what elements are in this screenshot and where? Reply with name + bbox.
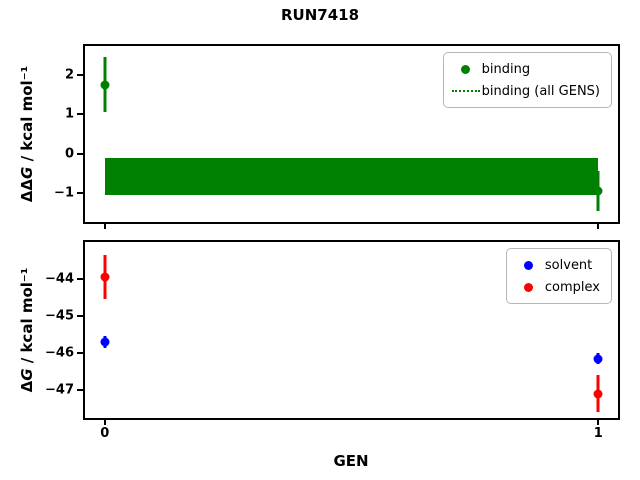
ylabel-units: / kcal mol⁻¹ bbox=[18, 65, 36, 167]
y-tick bbox=[77, 389, 83, 392]
x-tick bbox=[597, 224, 600, 229]
y-tick-label: −45 bbox=[45, 308, 74, 324]
bottom-axes: solvent complex −44 −45 −46 −47 0 1 bbox=[45, 240, 620, 441]
legend-label-solvent: solvent bbox=[544, 257, 593, 273]
y-tick-label: 0 bbox=[64, 146, 74, 162]
ylabel-units: / kcal mol⁻¹ bbox=[18, 267, 36, 369]
x-tick bbox=[597, 420, 600, 425]
legend-entry-binding: binding bbox=[450, 58, 600, 80]
y-tick bbox=[77, 192, 83, 195]
legend-entry-binding-all-gens: binding (all GENS) bbox=[450, 80, 600, 102]
y-tick bbox=[77, 315, 83, 318]
legend-label-binding: binding bbox=[481, 61, 531, 77]
bottom-legend: solvent complex bbox=[505, 248, 612, 304]
x-tick bbox=[103, 420, 106, 425]
x-tick-label: 0 bbox=[100, 426, 110, 441]
y-tick-label: −46 bbox=[45, 345, 74, 361]
ylabel-g-var: G bbox=[18, 166, 36, 179]
y-tick-label: −47 bbox=[45, 382, 74, 398]
y-tick bbox=[77, 152, 83, 155]
uncertainty-band bbox=[104, 157, 599, 196]
solvent-point bbox=[100, 337, 110, 347]
y-tick-label: 1 bbox=[64, 106, 74, 122]
x-tick bbox=[103, 224, 106, 229]
x-axis-label: GEN bbox=[333, 452, 369, 470]
figure-title: RUN7418 bbox=[280, 6, 360, 24]
legend-label-binding-all-gens: binding (all GENS) bbox=[481, 83, 600, 99]
solvent-marker-icon bbox=[513, 260, 545, 270]
binding-all-gens-dotted-line-icon bbox=[450, 90, 482, 92]
ylabel-delta: Δ bbox=[18, 380, 36, 393]
y-tick-label: −1 bbox=[54, 185, 74, 201]
complex-point bbox=[100, 272, 110, 282]
binding-point bbox=[100, 80, 110, 90]
bottom-y-axis-label: ΔG / kcal mol⁻¹ bbox=[18, 268, 36, 393]
complex-marker-icon bbox=[513, 282, 545, 292]
x-tick-label: 1 bbox=[593, 426, 603, 441]
top-y-axis-label: ΔΔG / kcal mol⁻¹ bbox=[18, 66, 36, 202]
top-legend: binding binding (all GENS) bbox=[442, 52, 612, 108]
binding-marker-icon bbox=[450, 64, 482, 74]
y-tick-label: 2 bbox=[64, 67, 74, 83]
complex-point bbox=[593, 389, 603, 399]
solvent-point bbox=[593, 354, 603, 364]
y-tick bbox=[77, 278, 83, 281]
top-axes: binding binding (all GENS) 2 1 0 −1 bbox=[54, 44, 620, 229]
y-tick bbox=[77, 113, 83, 116]
y-tick-label: −44 bbox=[45, 271, 74, 287]
ylabel-delta-delta: ΔΔ bbox=[18, 178, 36, 203]
binding-point bbox=[593, 186, 603, 196]
y-tick bbox=[77, 352, 83, 355]
legend-label-complex: complex bbox=[544, 279, 600, 295]
y-tick bbox=[77, 73, 83, 76]
legend-entry-solvent: solvent bbox=[513, 254, 600, 276]
ylabel-g-var: G bbox=[18, 368, 36, 381]
legend-entry-complex: complex bbox=[513, 276, 600, 298]
